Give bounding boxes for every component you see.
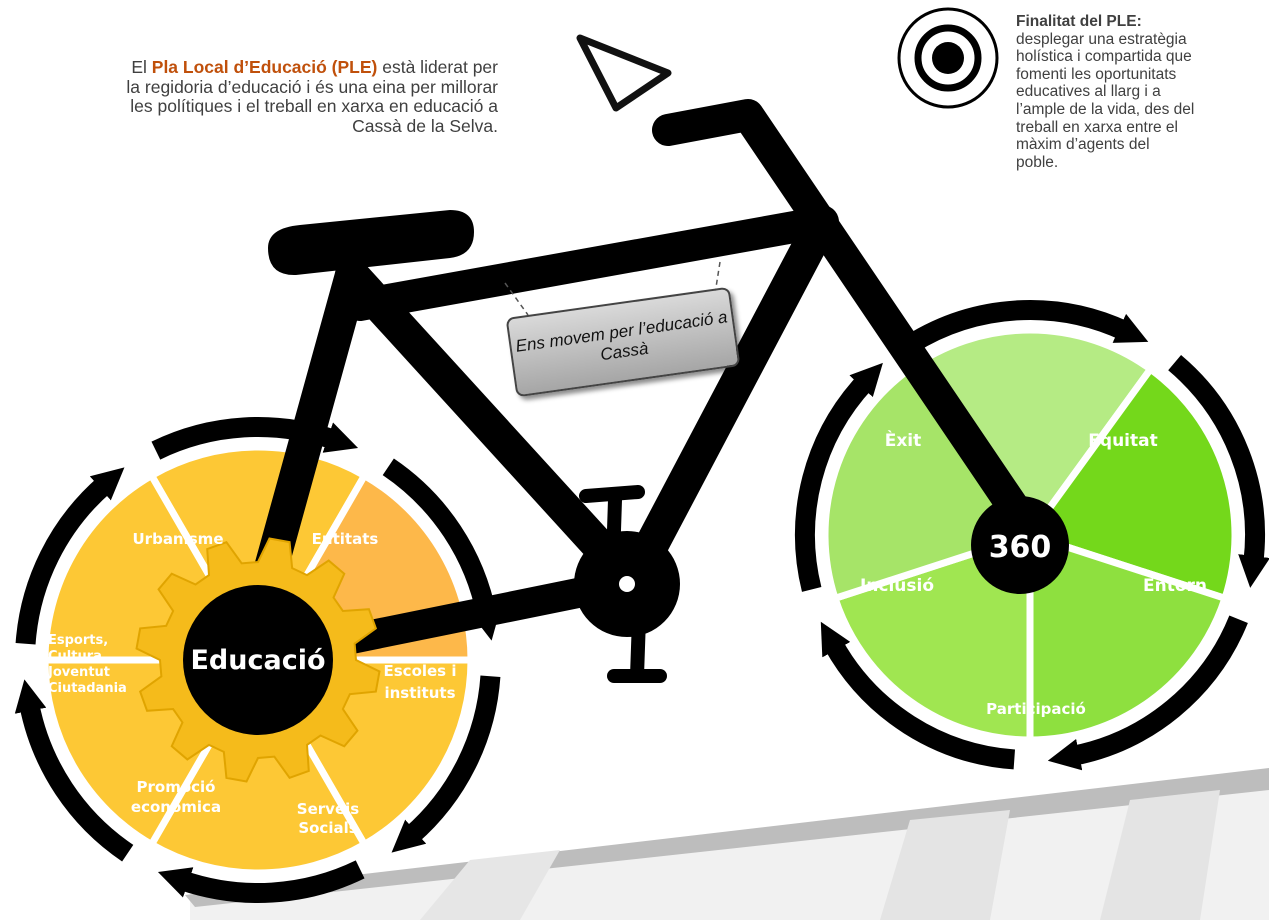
sector-label-esports-line4: Ciutadania xyxy=(48,681,127,696)
rear-wheel-arrow-ring xyxy=(14,417,502,903)
intro-pre: El xyxy=(131,57,152,77)
goal-description: desplegar una estratègia holística i com… xyxy=(1016,30,1195,171)
target-icon xyxy=(897,7,999,109)
crank xyxy=(574,531,680,637)
sector-label-promocio-line2: econòmica xyxy=(131,798,221,816)
sector-label-esports-line1: Esports, xyxy=(48,633,108,648)
sector-label-serveis-line1: Serveis xyxy=(297,800,359,818)
front-hub xyxy=(971,496,1069,594)
navigation-arrow-icon xyxy=(576,34,672,112)
sector-label-urbanisme: Urbanisme xyxy=(133,530,224,548)
ring-arrow-equitat xyxy=(1168,354,1269,588)
ring-arrow-serveis xyxy=(157,860,365,903)
sector-label-esports-line3: Joventut xyxy=(47,665,110,680)
sector-label-participacio: Participació xyxy=(986,700,1086,718)
front-wheel xyxy=(821,326,1239,744)
ring-arrow-escoles xyxy=(391,675,501,853)
sector-label-entitats: Entitats xyxy=(312,530,379,548)
intro-highlight: Pla Local d’Educació (PLE) xyxy=(151,57,378,77)
intro-post: està liderat per la regidoria d’educació… xyxy=(126,57,498,136)
goal-text: Finalitat del PLE: desplegar una estratè… xyxy=(1016,13,1196,171)
ring-arrow-entitats xyxy=(382,458,502,641)
sector-equitat xyxy=(1024,364,1239,603)
sector-exit xyxy=(904,326,1156,541)
sector-label-serveis-line2: Socials xyxy=(298,819,357,837)
tag-hangers xyxy=(504,261,721,316)
sector-label-promocio-line1: Promoció xyxy=(137,778,216,796)
sector-label-exit: Èxit xyxy=(885,429,922,451)
sector-label-inclusio: Inclusió xyxy=(860,576,934,596)
ring-arrow-inclusio xyxy=(795,362,883,592)
sector-label-escoles-line2: instituts xyxy=(384,684,455,702)
front-hub-label: 360 xyxy=(989,530,1052,565)
rear-hub-label: Educació xyxy=(190,645,325,676)
motto-label: Ens movem per l’educació a Cassà xyxy=(514,307,729,365)
sector-label-equitat: Equitat xyxy=(1088,431,1157,451)
bike-seat xyxy=(268,210,474,276)
ring-arrow-promocio xyxy=(14,679,134,862)
sector-entorn xyxy=(1026,530,1230,744)
sector-label-entorn: Entorn xyxy=(1143,576,1207,596)
sector-label-escoles-line1: Escoles i xyxy=(384,662,457,680)
road-decoration xyxy=(185,768,1269,920)
front-wheel-arrow-ring xyxy=(795,300,1269,771)
ring-arrow-participacio xyxy=(820,621,1016,770)
ring-arrow-exit xyxy=(905,300,1149,353)
ring-arrow-esports xyxy=(15,467,125,645)
ring-arrow-entorn xyxy=(1047,615,1248,771)
sector-serveis xyxy=(146,653,370,877)
intro-text: El Pla Local d’Educació (PLE) està lider… xyxy=(118,57,498,136)
rear-hub xyxy=(183,585,333,735)
sector-label-esports-line2: Cultura, xyxy=(48,649,107,664)
goal-title: Finalitat del PLE: xyxy=(1016,13,1142,30)
